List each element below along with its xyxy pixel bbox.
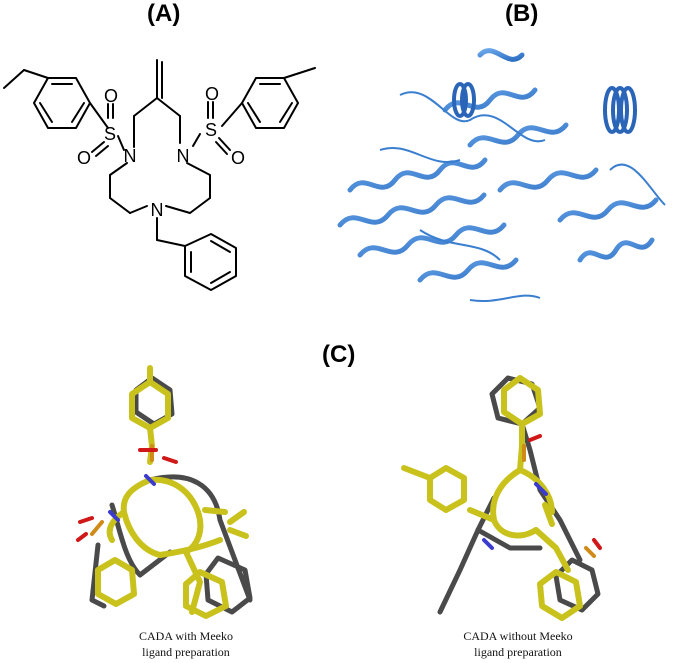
atom-s2: S — [205, 120, 217, 140]
caption-without-meeko-line1: CADA without Meeko — [463, 629, 573, 643]
panel-label-b: (B) — [505, 0, 539, 27]
protein-ribbon-image — [337, 48, 666, 302]
atom-n3: N — [151, 200, 164, 220]
atom-o4: O — [231, 148, 245, 168]
atom-o1: O — [104, 86, 118, 106]
docking-pose-without-meeko — [401, 375, 602, 621]
caption-with-meeko-line1: CADA with Meeko — [139, 629, 233, 643]
atom-s1: S — [104, 124, 116, 144]
caption-with-meeko: CADA with Meeko ligand preparation — [76, 628, 296, 660]
docking-pose-with-meeko — [76, 365, 253, 619]
atom-o2: O — [77, 148, 91, 168]
panel-label-c: (C) — [322, 341, 356, 368]
caption-with-meeko-line2: ligand preparation — [142, 645, 230, 659]
atom-o3: O — [205, 84, 219, 104]
atom-n2: N — [177, 146, 190, 166]
panel-label-a: (A) — [147, 0, 181, 27]
chemical-structure-diagram: S O O N N S O O N — [3, 59, 316, 291]
caption-without-meeko-line2: ligand preparation — [474, 645, 562, 659]
atom-n1: N — [124, 146, 137, 166]
caption-without-meeko: CADA without Meeko ligand preparation — [408, 628, 628, 660]
